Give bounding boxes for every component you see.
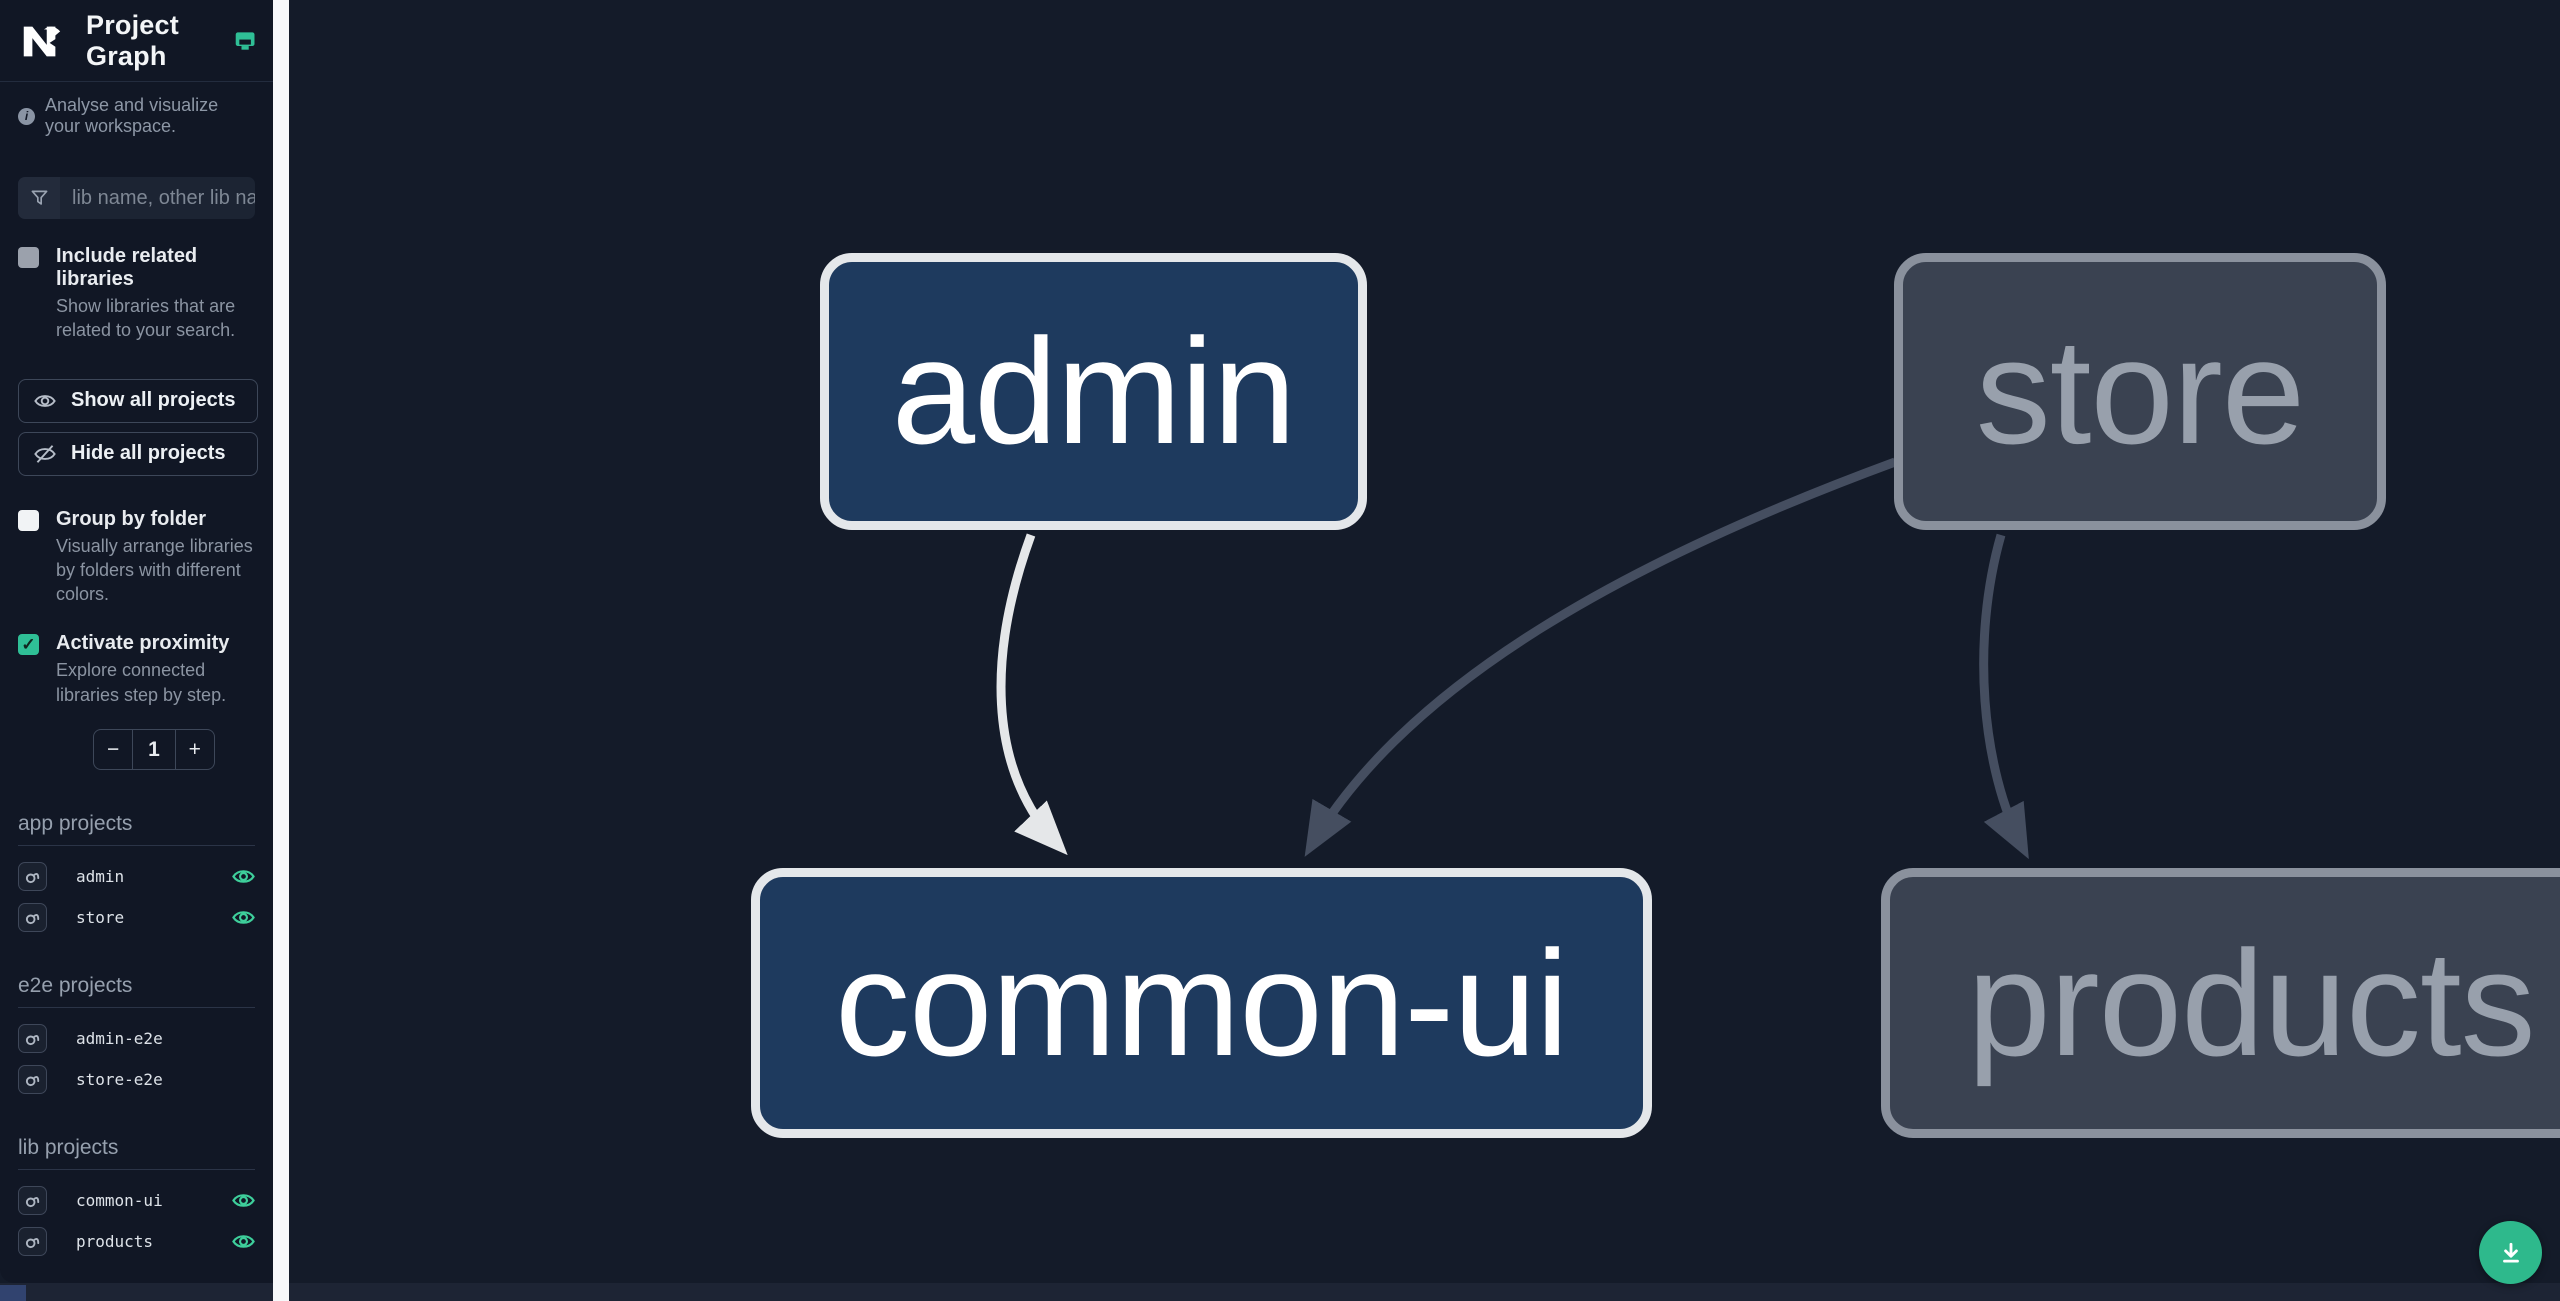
- focus-icon: [25, 914, 40, 925]
- focus-project-button[interactable]: [18, 1186, 47, 1216]
- proximity-increment-button[interactable]: +: [188, 737, 201, 761]
- section-heading: lib projects: [18, 1136, 255, 1171]
- focus-icon: [25, 1035, 40, 1046]
- edge-store-products: [1979, 533, 2029, 860]
- visibility-eye-icon[interactable]: [232, 1189, 255, 1212]
- filter-input[interactable]: [60, 177, 255, 219]
- focus-icon: [25, 1238, 40, 1249]
- project-row-store-e2e: store-e2e: [18, 1065, 255, 1095]
- include-related-checkbox[interactable]: [18, 247, 39, 268]
- sidebar: Project Graph i Analyse and visualize yo…: [0, 0, 273, 1283]
- group-by-folder-label: Group by folder: [56, 507, 206, 530]
- eye-icon: [34, 394, 56, 407]
- proximity-stepper: − 1 +: [93, 729, 215, 771]
- section-heading: app projects: [18, 812, 255, 847]
- focus-project-button[interactable]: [18, 1024, 47, 1054]
- filter-box: [18, 177, 255, 219]
- group-by-folder-description: Visually arrange libraries by folders wi…: [56, 535, 253, 605]
- nx-logo-icon: [23, 26, 61, 56]
- eye-slash-icon: [34, 444, 56, 463]
- visibility-eye-icon[interactable]: [232, 906, 255, 929]
- info-icon: i: [18, 107, 35, 125]
- show-all-projects-button[interactable]: Show all projects: [18, 378, 258, 423]
- activate-proximity-label: Activate proximity: [56, 632, 230, 655]
- dependency-edges: [996, 457, 2029, 860]
- graph-node-common-ui[interactable]: common-ui: [751, 868, 1652, 1138]
- section-app-projects: app projects admin: [18, 812, 255, 933]
- graph-node-admin[interactable]: admin: [820, 253, 1367, 530]
- sidebar-resize-gutter[interactable]: [273, 0, 289, 1301]
- workspace-intro: i Analyse and visualize your workspace.: [18, 95, 255, 137]
- project-row-common-ui: common-ui: [18, 1186, 255, 1216]
- node-label: store: [1975, 307, 2305, 475]
- focus-project-button[interactable]: [18, 1065, 47, 1095]
- section-e2e-projects: e2e projects admin-e2e: [18, 974, 255, 1095]
- group-by-folder-checkbox[interactable]: [18, 509, 39, 531]
- include-related-option: Include related libraries Show libraries…: [18, 245, 255, 343]
- include-related-label: Include related libraries: [56, 245, 198, 290]
- activate-proximity-option: ✓ Activate proximity Explore connected l…: [18, 632, 255, 707]
- project-row-products: products: [18, 1227, 255, 1257]
- download-image-button[interactable]: [2479, 1221, 2542, 1284]
- focus-project-button[interactable]: [18, 1227, 47, 1257]
- visibility-eye-icon[interactable]: [232, 865, 255, 888]
- project-row-admin: admin: [18, 862, 255, 892]
- bottom-bar: [0, 1283, 2560, 1301]
- proximity-value[interactable]: 1: [132, 730, 176, 770]
- show-all-projects-label: Show all projects: [71, 389, 236, 412]
- proximity-decrement-button[interactable]: −: [107, 737, 120, 761]
- focus-icon: [25, 1076, 40, 1087]
- include-related-description: Show libraries that are related to your …: [56, 296, 236, 341]
- activate-proximity-checkbox[interactable]: ✓: [18, 634, 39, 656]
- workspace-intro-text: Analyse and visualize your workspace.: [45, 95, 219, 136]
- edge-admin-common-ui: [996, 533, 1068, 856]
- graph-canvas[interactable]: admin store common-ui products: [289, 0, 2560, 1283]
- section-lib-projects: lib projects common-ui: [18, 1136, 255, 1257]
- graph-node-store[interactable]: store: [1894, 253, 2386, 530]
- section-heading: e2e projects: [18, 974, 255, 1009]
- node-label: common-ui: [835, 918, 1569, 1087]
- project-name: admin: [76, 867, 125, 887]
- project-name: products: [76, 1232, 154, 1252]
- edge-store-common-ui: [1304, 457, 1897, 857]
- node-label: admin: [891, 307, 1297, 475]
- download-icon: [2502, 1242, 2519, 1263]
- project-name: store-e2e: [76, 1070, 163, 1090]
- node-label: products: [1967, 918, 2535, 1087]
- project-name: store: [76, 908, 125, 928]
- project-name: common-ui: [76, 1191, 163, 1211]
- sidebar-header: Project Graph: [0, 0, 273, 82]
- group-by-folder-option: Group by folder Visually arrange librari…: [18, 508, 255, 607]
- activate-proximity-description: Explore connected libraries step by step…: [56, 660, 227, 705]
- graph-node-products[interactable]: products: [1881, 868, 2560, 1138]
- project-row-admin-e2e: admin-e2e: [18, 1024, 255, 1054]
- focus-project-button[interactable]: [18, 862, 47, 892]
- focus-icon: [25, 1197, 40, 1208]
- hide-all-projects-button[interactable]: Hide all projects: [18, 431, 258, 476]
- hide-all-projects-label: Hide all projects: [71, 442, 226, 465]
- project-name: admin-e2e: [76, 1029, 163, 1049]
- project-row-store: store: [18, 903, 255, 933]
- visibility-eye-icon[interactable]: [232, 1230, 255, 1253]
- app-title: Project Graph: [86, 9, 179, 71]
- focus-project-button[interactable]: [18, 903, 47, 933]
- monitor-icon[interactable]: [235, 28, 255, 54]
- corner-accent: [0, 1285, 26, 1301]
- focus-icon: [25, 873, 40, 884]
- funnel-icon: [18, 177, 60, 219]
